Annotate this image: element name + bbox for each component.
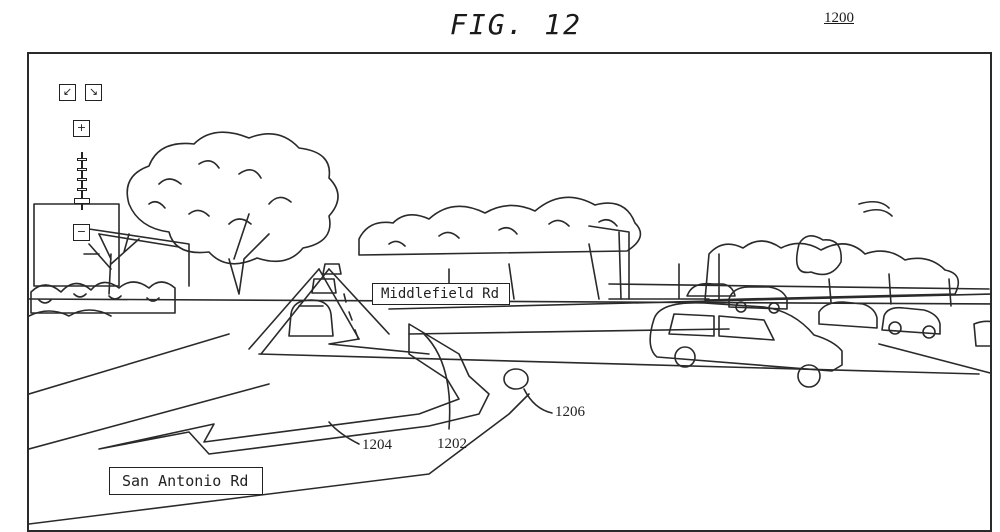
arrow-down-right-icon[interactable]: ↘ [85,84,102,101]
street-label-middlefield[interactable]: Middlefield Rd [372,283,511,305]
callout-1202: 1202 [437,436,467,452]
callout-1204: 1204 [362,437,392,453]
callout-leader-1206 [523,388,553,414]
plus-icon[interactable]: + [73,120,90,137]
callout-leader-1204 [328,421,360,445]
road [29,268,990,525]
cars-left [288,263,342,337]
left-building [33,203,190,287]
minus-icon[interactable]: − [73,224,90,241]
large-tree-left [126,131,339,295]
figure-title: FIG. 12 [450,8,583,41]
callout-1206: 1206 [555,404,585,420]
mid-trees [358,196,642,300]
zoom-slider[interactable] [74,152,90,210]
callout-leader-1202 [423,333,451,430]
street-label-san-antonio[interactable]: San Antonio Rd [109,467,264,495]
street-view-frame[interactable]: ↙ ↘ + − Middlefield Rd San Antonio Rd 12… [27,52,992,532]
arrow-down-left-icon[interactable]: ↙ [59,84,76,101]
minivan [649,302,843,388]
figure-reference-number: 1200 [824,10,854,26]
cars-right [686,282,990,347]
right-trees [704,200,960,307]
zoom-slider-handle[interactable] [74,198,90,204]
bare-tree [83,233,140,295]
navigation-arrow [98,323,529,455]
street-scene-drawing [29,131,990,525]
